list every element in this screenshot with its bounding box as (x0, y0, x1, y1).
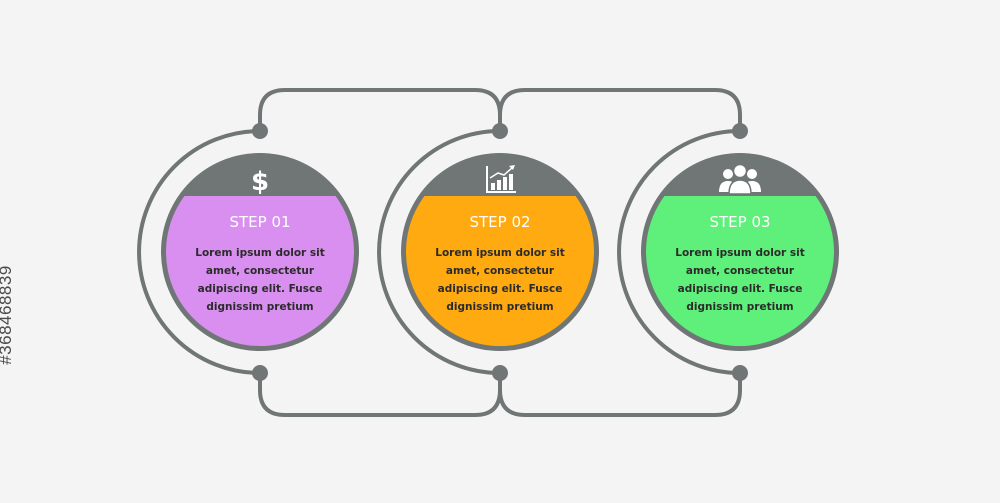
step-title-2: STEP 02 (469, 213, 530, 231)
connector-bottom-loop-1 (258, 371, 502, 417)
step-text-2-line-4: dignissim pretium (446, 301, 553, 313)
step-text-1-line-3: adipiscing elit. Fusce (198, 283, 323, 295)
node-top-3 (732, 123, 748, 139)
step-card-1: $ STEP 01 Lorem ipsum dolor sit amet, co… (161, 153, 359, 351)
step-card-2: STEP 02 Lorem ipsum dolor sit amet, cons… (401, 153, 599, 351)
connector-bottom-loop-2 (498, 371, 742, 417)
stock-image-id: #368468839 (0, 265, 15, 365)
node-top-1 (252, 123, 268, 139)
step-text-2-line-1: Lorem ipsum dolor sit (435, 247, 564, 259)
step-text-3-line-3: adipiscing elit. Fusce (678, 283, 803, 295)
connector-arc-step-3 (617, 129, 742, 375)
bar-chart-icon (486, 165, 516, 193)
step-text-1-line-1: Lorem ipsum dolor sit (195, 247, 324, 259)
step-title-3: STEP 03 (709, 213, 770, 231)
step-text-3-line-2: amet, consectetur (686, 265, 795, 277)
connector-nodes (252, 123, 748, 381)
svg-text:$: $ (251, 167, 269, 197)
step-fill-3 (646, 196, 834, 346)
users-icon (719, 163, 761, 195)
step-text-2-line-3: adipiscing elit. Fusce (438, 283, 563, 295)
step-text-3-line-1: Lorem ipsum dolor sit (675, 247, 804, 259)
step-text-1-line-2: amet, consectetur (206, 265, 315, 277)
dollar-icon: $ (251, 167, 269, 197)
connector-arc-step-1 (137, 129, 262, 375)
step-text-3-line-4: dignissim pretium (686, 301, 793, 313)
step-text-1-line-4: dignissim pretium (206, 301, 313, 313)
step-card-3: STEP 03 Lorem ipsum dolor sit amet, cons… (641, 153, 839, 351)
node-top-2 (492, 123, 508, 139)
connector-lines (137, 88, 742, 417)
connector-top-loop-2 (498, 88, 742, 133)
step-fill-1 (166, 196, 354, 346)
node-bottom-1 (252, 365, 268, 381)
connector-top-loop-1 (258, 88, 502, 133)
node-bottom-2 (492, 365, 508, 381)
node-bottom-3 (732, 365, 748, 381)
step-text-2-line-2: amet, consectetur (446, 265, 555, 277)
step-fill-2 (406, 196, 594, 346)
step-title-1: STEP 01 (229, 213, 290, 231)
connector-arc-step-2 (377, 129, 502, 375)
